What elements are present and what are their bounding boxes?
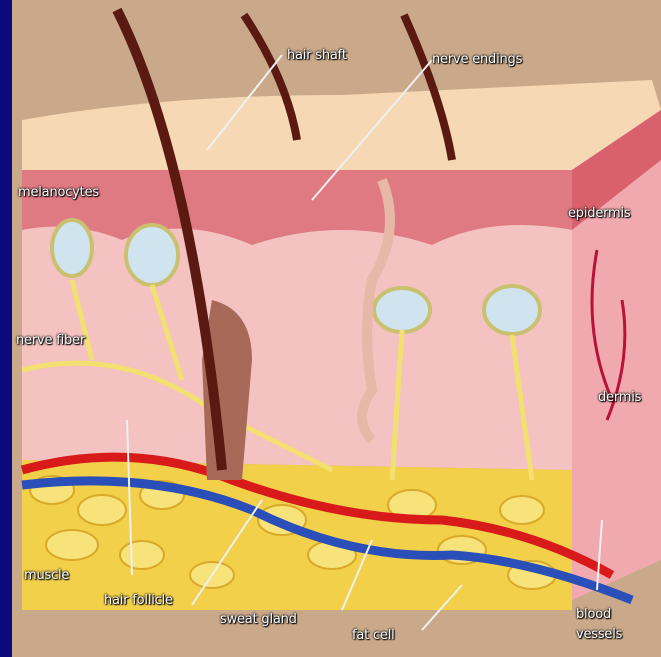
skin-cross-section-illustration: [12, 0, 661, 657]
label-blood-vessels-line1: blood: [576, 607, 611, 622]
skin-surface: [22, 80, 661, 170]
label-hair-shaft: hair shaft: [287, 48, 347, 63]
label-melanocytes: melanocytes: [18, 185, 99, 200]
label-nerve-fiber: nerve fiber: [16, 333, 85, 348]
label-dermis: dermis: [598, 390, 641, 405]
label-hair-follicle: hair follicle: [104, 593, 173, 608]
label-nerve-endings: nerve endings: [432, 52, 522, 67]
label-fat-cell: fat cell: [352, 628, 395, 643]
label-blood-vessels-line2: vessels: [576, 627, 622, 642]
skin-diagram-panel: hair shaft nerve endings melanocytes epi…: [12, 0, 661, 657]
label-muscle: muscle: [24, 568, 69, 583]
label-sweat-gland: sweat gland: [220, 612, 297, 627]
dermis-layer: [22, 225, 572, 470]
label-epidermis: epidermis: [568, 206, 630, 221]
